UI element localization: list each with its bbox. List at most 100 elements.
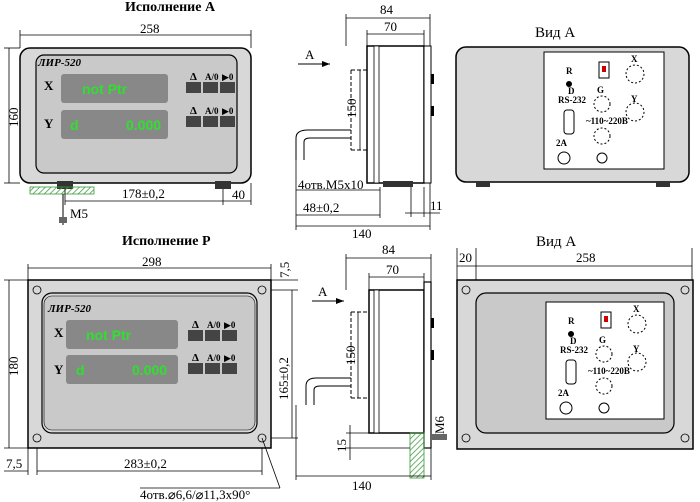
rear-fuse-label: 2A [556, 138, 568, 148]
top-foot-right [215, 181, 231, 189]
connector-g-icon [593, 95, 611, 113]
rear-r-label: R [566, 66, 573, 76]
bottom-x-display-text: not Ptr [86, 327, 132, 343]
bottom-dim-height: 180 [6, 357, 21, 377]
rear2-r-label: R [568, 316, 575, 326]
rear2-fuse-label: 2A [558, 388, 570, 398]
top-front-view: ЛИР-520 X Y not Ptr d 0.000 Δ A/0 ▶0 Δ A… [19, 47, 252, 225]
bottom-axis-x: X [54, 325, 64, 340]
bottom-btn-label-4: A/0 [207, 353, 221, 363]
power-connector2-icon [595, 377, 613, 395]
top-side-dims [295, 14, 440, 230]
ground-icon [596, 152, 608, 164]
top-rear-panel: R X D RS-232 G Y ~110~220В 2A [556, 54, 645, 165]
rear-x-label: X [631, 54, 638, 64]
bottom-side-screw-icon [431, 434, 447, 440]
ground2-icon [598, 402, 610, 414]
bottom-btn-1 [188, 330, 203, 341]
top-arrow-label: A [305, 47, 315, 62]
connector-x-icon [625, 64, 645, 84]
top-title: Исполнение А [125, 0, 216, 15]
rear2-g-label: G [599, 335, 606, 345]
top-dim-height: 160 [6, 108, 21, 128]
bottom-view-title: Вид А [536, 234, 576, 250]
bottom-y-display-left: d [76, 362, 85, 378]
rear2-power-label: ~110~220В [588, 366, 630, 376]
rear-y-label: Y [631, 94, 638, 104]
rear-mount-hole-tr-icon [680, 285, 690, 295]
rear-rs232-label: RS-232 [558, 95, 587, 105]
rear2-x-label: X [633, 304, 640, 314]
top-x-display [61, 74, 168, 103]
top-side-48: 48±0,2 [303, 200, 339, 215]
top-side-11: 11 [430, 198, 443, 213]
bottom-front-dims [4, 264, 298, 489]
bottom-side-depth: 84 [382, 242, 396, 257]
bottom-axis-y: Y [54, 362, 64, 377]
bottom-x-display [66, 320, 178, 349]
connector-y-icon [625, 102, 645, 122]
reset-icon [566, 81, 572, 87]
top-axis-y: Y [44, 116, 54, 131]
mount-hole-tr-icon [257, 285, 267, 295]
bottom-dim-283: 283±0,2 [124, 456, 167, 471]
bottom-btn-label-3: Δ [192, 352, 199, 364]
bottom-side-140: 140 [352, 478, 372, 493]
top-btn-label-1: A/0 [205, 72, 219, 82]
top-btn-3 [220, 82, 235, 93]
bottom-holes: 4отв.⌀6,6/⌀11,3x90° [140, 487, 250, 502]
bottom-y-display-value: 0.000 [132, 362, 167, 378]
bottom-btn-label-1: A/0 [207, 320, 221, 330]
bottom-btn-label-2: ▶0 [224, 320, 236, 330]
bottom-arrow-label: A [318, 284, 328, 299]
bottom-side-m6: M6 [432, 415, 447, 434]
fuse2-icon [559, 401, 573, 415]
top-y-display-left: d [70, 117, 79, 133]
bottom-btn-6 [222, 363, 237, 374]
top-dim-width: 258 [140, 21, 160, 36]
rear-d-label: D [568, 86, 575, 96]
bottom-y-display [66, 355, 178, 384]
top-screw-head [59, 217, 67, 223]
top-view-title: Вид А [535, 25, 575, 41]
top-btn-1 [186, 82, 201, 93]
bottom-dim-width: 298 [142, 254, 162, 269]
bottom-btn-2 [205, 330, 220, 341]
rear-power-label: ~110~220В [586, 116, 628, 126]
bottom-side-150: 150 [343, 346, 358, 366]
connector2-x-icon [627, 314, 647, 334]
bottom-btn-4 [188, 363, 203, 374]
power-connector-icon [593, 127, 611, 145]
top-side-holes: 4отв.M5x10 [298, 177, 363, 192]
bottom-rear-panel: R X D RS-232 G Y ~110~220В 2A [558, 304, 647, 415]
top-dim-right: 40 [232, 187, 245, 202]
bottom-view-20: 20 [459, 250, 472, 265]
bottom-btn-label-0: Δ [192, 319, 199, 331]
top-btn-2 [203, 82, 218, 93]
bottom-rear-view [456, 279, 694, 450]
top-btn-label-0: Δ [190, 71, 197, 83]
bottom-side-body: 70 [386, 262, 399, 277]
rs232-connector-icon [563, 109, 575, 135]
reset2-icon [568, 331, 574, 337]
mount-hole-br-icon [257, 433, 267, 443]
rear-mount-hole-br-icon [680, 433, 690, 443]
rear2-rs232-label: RS-232 [560, 345, 589, 355]
top-side-depth: 84 [380, 2, 394, 17]
top-btn-6 [220, 116, 235, 127]
top-btn-label-5: ▶0 [222, 106, 234, 116]
top-front-dims [4, 30, 252, 205]
connector2-y-icon [627, 352, 647, 372]
mount-hole-tl-icon [32, 285, 42, 295]
top-btn-5 [203, 116, 218, 127]
rear-mount-hole-bl-icon [461, 433, 471, 443]
rear-g-label: G [597, 85, 604, 95]
top-foot-left [57, 181, 73, 189]
rear2-d-label: D [570, 336, 577, 346]
top-side-body: 70 [384, 19, 397, 34]
mount-hole-bl-icon [32, 433, 42, 443]
rear-mount-hole-tl-icon [461, 285, 471, 295]
top-dim-feet: 178±0,2 [122, 186, 165, 201]
bottom-side-view: A [305, 281, 447, 479]
